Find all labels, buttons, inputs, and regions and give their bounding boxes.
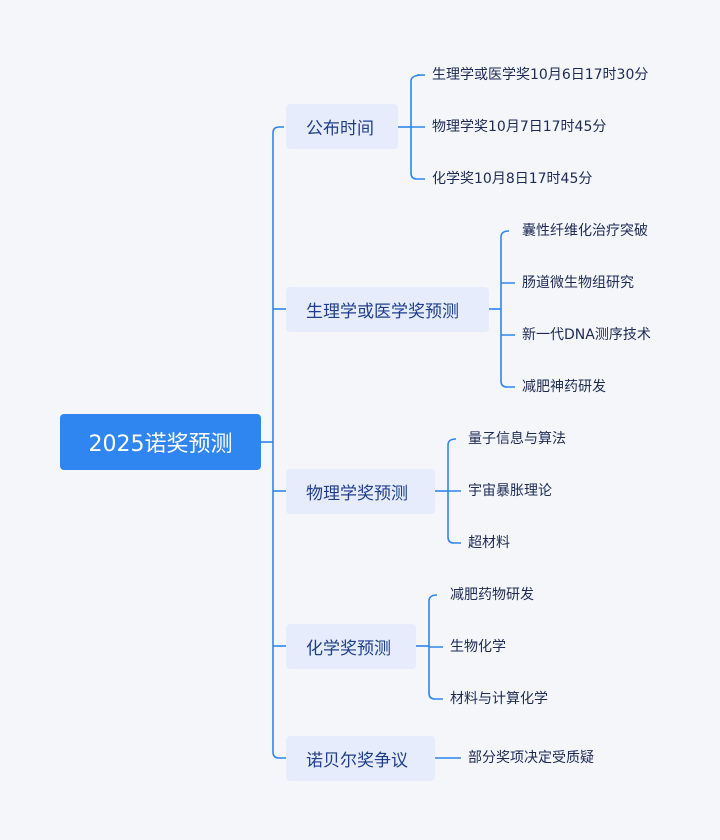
connector-b1-leaves xyxy=(410,74,425,180)
branch-publish-time[interactable]: 公布时间 xyxy=(286,104,398,149)
leaf-weight-loss-drug[interactable]: 减肥神药研发 xyxy=(522,379,606,395)
leaf-biochemistry[interactable]: 生物化学 xyxy=(450,639,506,655)
branch-medicine-prediction[interactable]: 生理学或医学奖预测 xyxy=(286,287,489,332)
connector-trunk xyxy=(272,126,286,759)
leaf-gut-microbiome[interactable]: 肠道微生物组研究 xyxy=(522,275,634,291)
leaf-dna-sequencing[interactable]: 新一代DNA测序技术 xyxy=(522,327,651,343)
leaf-weight-loss-drug-research[interactable]: 减肥药物研发 xyxy=(450,587,534,603)
leaf-quantum-info[interactable]: 量子信息与算法 xyxy=(468,431,566,447)
leaf-award-questioned[interactable]: 部分奖项决定受质疑 xyxy=(468,750,594,766)
connector-b4-leaves xyxy=(428,594,443,700)
connector-b2-leaves xyxy=(500,230,515,388)
branch-nobel-controversy[interactable]: 诺贝尔奖争议 xyxy=(286,736,435,781)
connector-b3-leaves xyxy=(447,438,461,544)
root-topic[interactable]: 2025诺奖预测 xyxy=(60,414,261,470)
leaf-cystic-fibrosis[interactable]: 囊性纤维化治疗突破 xyxy=(522,223,648,239)
leaf-cosmic-inflation[interactable]: 宇宙暴胀理论 xyxy=(468,483,552,499)
branch-physics-prediction[interactable]: 物理学奖预测 xyxy=(286,469,435,514)
branch-chemistry-prediction[interactable]: 化学奖预测 xyxy=(286,624,416,669)
leaf-medicine-date[interactable]: 生理学或医学奖10月6日17时30分 xyxy=(432,67,649,83)
leaf-materials-computational-chemistry[interactable]: 材料与计算化学 xyxy=(450,691,548,707)
leaf-physics-date[interactable]: 物理学奖10月7日17时45分 xyxy=(432,119,607,135)
leaf-metamaterials[interactable]: 超材料 xyxy=(468,535,510,551)
leaf-chemistry-date[interactable]: 化学奖10月8日17时45分 xyxy=(432,171,593,187)
